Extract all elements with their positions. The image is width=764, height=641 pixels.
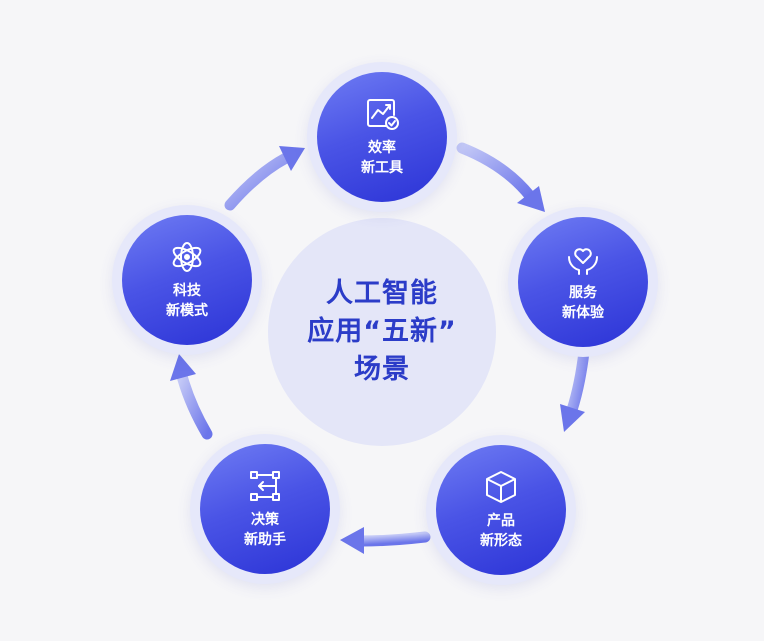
node-decision: 决策 新助手 [190, 434, 340, 584]
heart-hands-icon [565, 241, 601, 277]
arrow-decision-to-technology [170, 354, 213, 440]
node-label-line2: 新体验 [562, 305, 604, 321]
node-label-line2: 新形态 [480, 533, 522, 549]
node-service: 服务 新体验 [508, 207, 658, 357]
decision-flow-icon [247, 468, 283, 504]
node-label-line1: 效率 [368, 140, 396, 156]
cube-icon [483, 469, 519, 505]
node-efficiency: 效率 新工具 [307, 62, 457, 212]
node-technology: 科技 新模式 [112, 205, 262, 355]
node-label-line2: 新工具 [361, 160, 403, 176]
arrow-technology-to-efficiency [224, 146, 305, 211]
node-label-line1: 产品 [487, 513, 515, 529]
atom-icon [169, 239, 205, 275]
node-label-line2: 新模式 [166, 303, 208, 319]
arrow-efficiency-to-service [456, 142, 545, 212]
chart-trend-check-icon [364, 96, 400, 132]
node-label-line1: 科技 [173, 283, 201, 299]
arrow-service-to-product [560, 346, 590, 432]
center-title-line2: 应用“五新” [307, 316, 457, 347]
center-title-line3: 场景 [354, 354, 410, 385]
node-product: 产品 新形态 [426, 435, 576, 585]
center-title-line1: 人工智能 [326, 278, 438, 309]
arrow-product-to-decision [340, 527, 431, 554]
center-title-circle: 人工智能 应用“五新” 场景 [268, 218, 496, 446]
node-label-line2: 新助手 [244, 532, 286, 548]
node-label-line1: 决策 [251, 512, 279, 528]
node-label-line1: 服务 [569, 285, 597, 301]
